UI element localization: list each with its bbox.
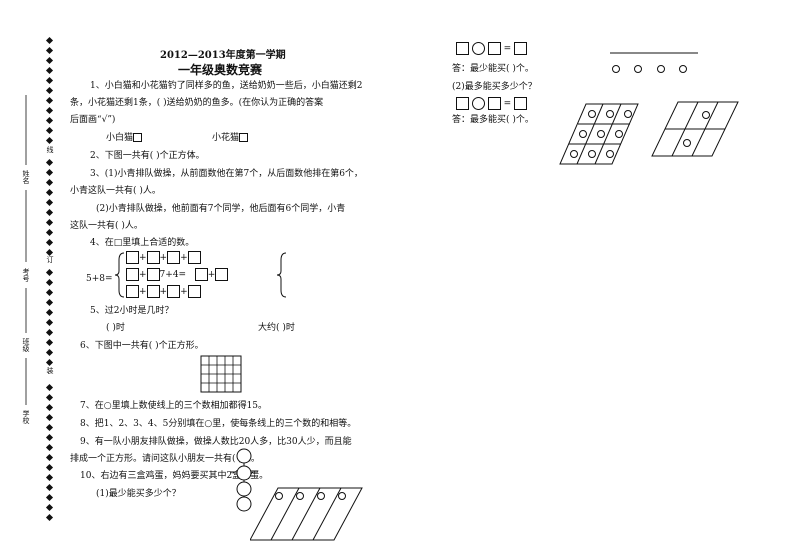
q4-mid-expr: 7+4= [159, 270, 187, 280]
egg-row-four [612, 63, 687, 75]
q4-row1: +++ [126, 251, 201, 264]
q4-left-brace [114, 252, 125, 298]
q5-text: 5、过2小时是几时？ [90, 306, 174, 316]
q7-text: 7、在○里填上数使线上的三个数相加都得15。 [80, 401, 268, 411]
margin-line-label: 线 [46, 146, 54, 153]
egg-box-four [250, 487, 363, 541]
q4-box[interactable] [126, 251, 139, 264]
q1-checkbox-b[interactable] [239, 133, 249, 142]
q1-option-b: 小花猫 [212, 132, 249, 144]
right-sub2: (2)最多能买多少个？ [452, 82, 537, 92]
q3-line1: 3、(1)小青排队做操，从前面数他在第7个，从后面数他排在第6个， [90, 169, 363, 179]
q4-box[interactable] [167, 285, 181, 298]
number-field-label: 考号 [22, 268, 30, 282]
right-answer-2: 答：最多能买( )个。 [452, 115, 534, 125]
q1-checkbox-a[interactable] [133, 133, 143, 142]
right-equation-1: = [456, 42, 528, 55]
eq-box[interactable] [456, 42, 469, 55]
q1-option-b-label: 小花猫 [212, 133, 240, 143]
eq-circle[interactable] [471, 97, 485, 110]
q1-line2: 条，小花猫还剩1条，( )送给奶奶的鱼多。(在你认为正确的答案 [70, 98, 324, 108]
eq-sign: = [503, 44, 512, 54]
q4-left-expr: 5+8= [86, 274, 113, 284]
q4-box[interactable] [215, 268, 229, 281]
q1-option-a-label: 小白猫 [106, 133, 134, 143]
exam-term: 2012—2013年度第一学期 [160, 50, 286, 61]
q4-text: 4、在□里填上合适的数。 [90, 238, 195, 248]
eq-sign: = [503, 99, 512, 109]
egg-circle [634, 64, 643, 73]
right-blank-line [610, 52, 698, 54]
q6-square-grid [200, 355, 242, 393]
q4-box[interactable] [126, 285, 139, 298]
q3-line3: (2)小青排队做操，他前面有7个同学，他后面有6个同学，小青 [96, 204, 346, 214]
q10-line1: 10、右边有三盒鸡蛋，妈妈要买其中2盒鸡蛋。 [80, 471, 269, 481]
eq-box[interactable] [456, 97, 469, 110]
q4-box[interactable] [146, 268, 160, 281]
q4-box[interactable] [167, 251, 181, 264]
q4-row3: +++ [126, 285, 201, 298]
school-field-label: 学校 [22, 410, 30, 424]
q1-option-a: 小白猫 [106, 132, 143, 144]
right-answer-1: 答：最少能买( )个。 [452, 64, 534, 74]
q8-text: 8、把1、2、3、4、5分别填在○里，使每条线上的三个数的和相等。 [80, 419, 357, 429]
q9-line1: 9、有一队小朋友排队做操，做操人数比20人多，比30人少，而且能 [80, 437, 352, 447]
eq-box[interactable] [487, 97, 501, 110]
egg-circle [612, 64, 620, 73]
q1-line3: 后面画“√”) [70, 115, 116, 125]
exam-title: 一年级奥数竞赛 [178, 63, 263, 77]
egg-circle [656, 64, 665, 73]
name-field-label: 姓名 [22, 170, 30, 184]
egg-box-nine [559, 103, 639, 165]
eq-box[interactable] [514, 97, 528, 110]
q8-circle-chain [230, 448, 258, 512]
egg-circle [678, 64, 687, 73]
q4-right-brace [276, 252, 287, 298]
eq-box[interactable] [514, 42, 528, 55]
margin-seal-label: 订 [46, 256, 54, 263]
margin-bind-label: 装 [46, 367, 54, 374]
q5-answer-b: 大约( )时 [258, 323, 295, 333]
eq-circle[interactable] [471, 42, 485, 55]
q2-text: 2、下图一共有( )个正方体。 [90, 151, 205, 161]
class-field-label: 班级 [22, 338, 30, 352]
eq-box[interactable] [487, 42, 501, 55]
q3-line4: 这队一共有( )人。 [70, 221, 143, 231]
right-equation-2: = [456, 97, 528, 110]
margin-field-lines [25, 95, 27, 405]
q4-box[interactable] [146, 251, 160, 264]
q5-answer-a: ( )时 [106, 323, 125, 333]
q4-row2: +7+4= + [126, 268, 229, 281]
q4-box[interactable] [187, 251, 201, 264]
q4-box[interactable] [187, 285, 201, 298]
q3-line2: 小青这队一共有( )人。 [70, 186, 161, 196]
q4-box[interactable] [126, 268, 139, 281]
q9-line2: 排成一个正方形。请问这队小朋友一共有( )人。 [70, 454, 260, 464]
q4-box[interactable] [194, 268, 208, 281]
q10-sub1: (1)最少能买多少个？ [96, 489, 181, 499]
q1-line1: 1、小白猫和小花猫钓了同样多的鱼，送给奶奶一些后，小白猫还剩2 [90, 81, 363, 91]
q4-box[interactable] [146, 285, 160, 298]
q6-text: 6、下图中一共有( )个正方形。 [80, 341, 204, 351]
egg-box-six [651, 101, 739, 157]
